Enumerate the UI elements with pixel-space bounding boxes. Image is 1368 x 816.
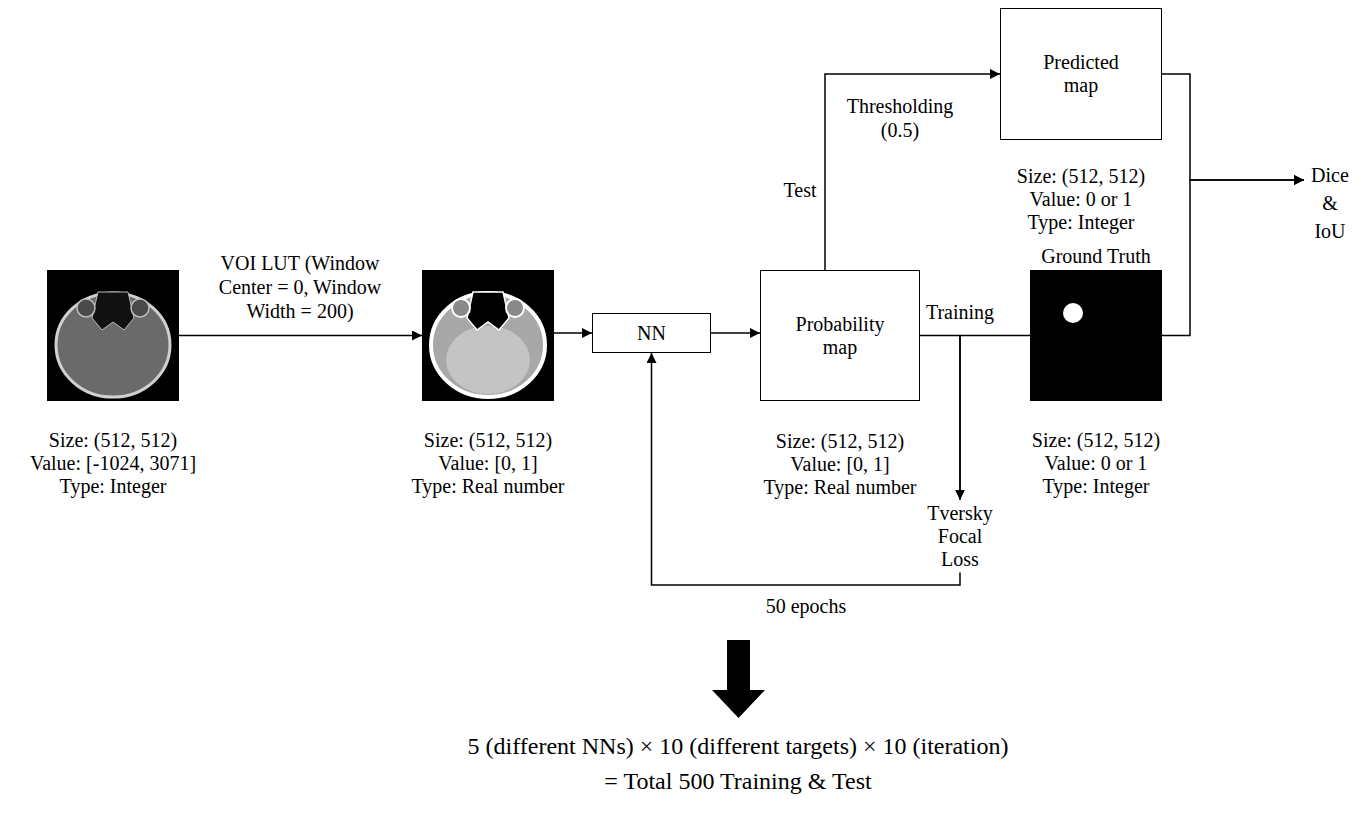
summary-note: 5 (different NNs) × 10 (different target… xyxy=(465,731,1012,761)
flow-arrow xyxy=(1162,74,1304,180)
edge-label: VOI LUT (Window Center = 0, Window Width… xyxy=(205,251,396,323)
mask-region xyxy=(1063,303,1083,323)
ct-orbit xyxy=(506,299,524,317)
node-label: Probability map xyxy=(785,313,895,359)
ct-head xyxy=(56,293,170,397)
caption-line: Type: Integer xyxy=(1032,475,1160,498)
node-caption: Size: (512, 512)Value: [0, 1]Type: Real … xyxy=(764,430,917,499)
flow-arrow xyxy=(554,332,592,334)
loss-text: Tversky Focal Loss xyxy=(923,500,997,573)
node-label: Predicted map xyxy=(1031,51,1131,97)
node-label-wrap: Tversky Focal Loss xyxy=(927,502,993,571)
edge-label: 50 epochs xyxy=(763,594,850,618)
node-label-wrap: NN xyxy=(637,322,666,345)
ct-sinus xyxy=(92,292,134,330)
flow-arrow xyxy=(825,74,1000,270)
caption-line: Type: Integer xyxy=(1017,211,1145,234)
caption-line: Type: Integer xyxy=(30,475,196,498)
caption-above: Ground Truth xyxy=(1041,245,1150,268)
caption-line: Value: [-1024, 3071] xyxy=(30,452,196,475)
ct-sinus xyxy=(467,292,509,330)
flow-arrow xyxy=(960,336,1030,500)
ct-orbit xyxy=(77,299,95,317)
edge-label: Thresholding (0.5) xyxy=(837,94,963,142)
node-caption: Size: (512, 512)Value: 0 or 1Type: Integ… xyxy=(1017,165,1145,234)
ct-background xyxy=(422,270,554,401)
branch-label: Test xyxy=(780,177,819,203)
node-label-wrap: Probability map xyxy=(785,313,895,359)
node-label: NN xyxy=(637,322,666,345)
caption-line: Value: [0, 1] xyxy=(764,453,917,476)
map-box: Predicted mapSize: (512, 512)Value: 0 or… xyxy=(1000,8,1162,140)
ct-image: Size: (512, 512)Value: [-1024, 3071]Type… xyxy=(47,270,179,401)
ct-image: Size: (512, 512)Value: [0, 1]Type: Real … xyxy=(422,270,554,401)
process-box: NN xyxy=(592,313,711,353)
caption-line: Type: Real number xyxy=(412,475,565,498)
flow-arrow xyxy=(1162,180,1304,336)
down-arrow xyxy=(712,640,765,718)
map-box: Probability mapSize: (512, 512)Value: [0… xyxy=(760,270,920,401)
mask-background xyxy=(1030,270,1162,401)
caption-line: Value: 0 or 1 xyxy=(1032,452,1160,475)
node-caption: Size: (512, 512)Value: [-1024, 3071]Type… xyxy=(30,429,196,498)
caption-line: Size: (512, 512) xyxy=(412,429,565,452)
ct-brain xyxy=(446,326,530,394)
metric-text: Dice & IoU xyxy=(1304,159,1356,247)
caption-line: Size: (512, 512) xyxy=(30,429,196,452)
caption-line: Type: Real number xyxy=(764,476,917,499)
node-caption: Size: (512, 512)Value: [0, 1]Type: Real … xyxy=(412,429,565,498)
node-label-wrap: Dice & IoU xyxy=(1308,161,1352,245)
ct-head xyxy=(431,293,545,397)
ct-orbit xyxy=(452,299,470,317)
flow-arrow xyxy=(920,336,960,500)
caption-line: Size: (512, 512) xyxy=(1017,165,1145,188)
caption-line: Value: [0, 1] xyxy=(412,452,565,475)
node-heading: Ground Truth xyxy=(1041,245,1150,268)
node-label: Tversky Focal Loss xyxy=(927,502,993,571)
caption-line: Size: (512, 512) xyxy=(764,430,917,453)
node-label: Dice & IoU xyxy=(1308,161,1352,245)
flow-arrow xyxy=(179,335,422,337)
caption-line: Value: 0 or 1 xyxy=(1017,188,1145,211)
caption-line: Size: (512, 512) xyxy=(1032,429,1160,452)
ct-orbit xyxy=(131,299,149,317)
mask-image: Ground TruthSize: (512, 512)Value: 0 or … xyxy=(1030,270,1162,401)
ct-background xyxy=(47,270,179,401)
node-label-wrap: Predicted map xyxy=(1031,51,1131,97)
flow-arrow xyxy=(711,332,760,334)
node-caption: Size: (512, 512)Value: 0 or 1Type: Integ… xyxy=(1032,429,1160,498)
edge-label: Training xyxy=(923,300,997,324)
summary-note: = Total 500 Training & Test xyxy=(601,766,874,796)
